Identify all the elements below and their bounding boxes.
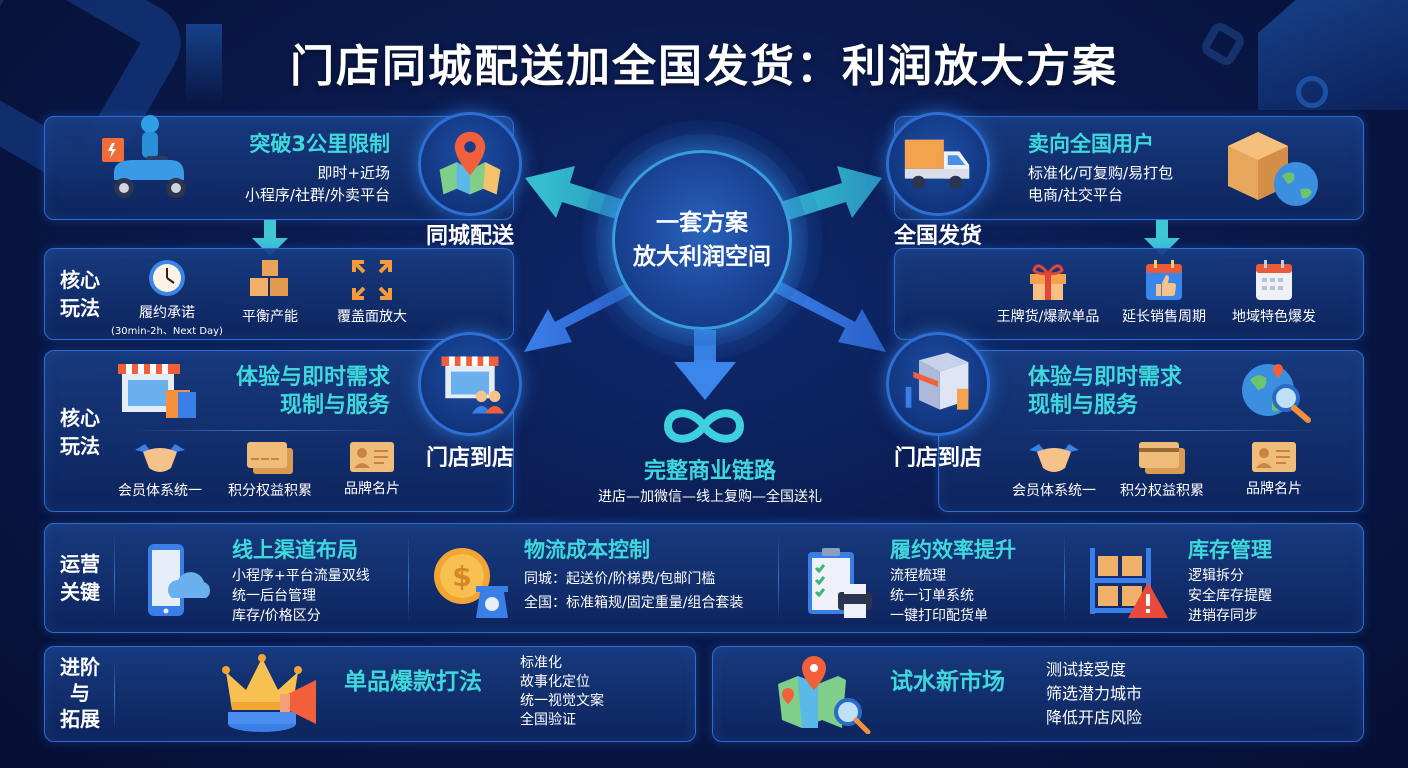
core-item-coverage: 覆盖面放大 [322,258,422,326]
calendar-thumbs-up-icon [1146,260,1182,300]
store-left-item-brand-card: 品牌名片 [326,440,418,498]
core-item-extend-season: 延长销售周期 [1104,258,1224,326]
core-item-fulfillment: 履约承诺 (30min-2h、Next Day) [111,258,223,337]
arrow-down-right [770,282,886,352]
store-right-item-points: 积分权益积累 [1110,440,1214,500]
handshake-icon [135,444,185,472]
map-search-icon [774,654,874,735]
ops-heading: 线上渠道布局 [232,538,358,562]
hub-line-2: 放大利润空间 [633,244,771,270]
store-left-item-points: 积分权益积累 [218,440,322,500]
handshake-icon [1029,444,1079,472]
truck-icon [904,139,970,190]
id-card-icon [1252,442,1296,472]
advanced-right-heading: 试水新市场 [890,669,1005,695]
national-shipping-label: 全国发货 [893,224,982,249]
national-shipping-line: 电商/社交平台 [1028,186,1124,204]
divider [114,535,115,621]
divider [1020,430,1320,431]
store-left-heading: 体验与即时需求 [235,365,390,390]
divider [778,535,779,621]
shelf-warning-icon [1088,544,1170,620]
local-delivery-heading: 突破3公里限制 [249,132,390,156]
store-right-circle [886,332,990,436]
core-item-capacity: 平衡产能 [222,258,318,326]
hub-line-1: 一套方案 [656,210,748,236]
ops-heading: 物流成本控制 [524,538,650,562]
map-pin-icon [439,131,501,195]
store-left-heading: 现制与服务 [279,393,390,418]
scooter-courier-icon [100,112,195,207]
store-right-item-membership: 会员体系统一 [1004,440,1104,500]
chain-title: 完整商业链路 [643,459,776,484]
divider [114,658,115,732]
connector-stem [264,220,276,240]
id-card-icon [350,442,394,472]
local-delivery-line: 小程序/社群/外卖平台 [244,186,390,204]
store-left-side-label: 核心 玩法 [60,406,100,458]
crown-megaphone-icon [222,654,326,734]
clipboard-printer-icon [804,544,876,620]
infinity-icon [662,404,746,448]
ops-heading: 履约效率提升 [890,538,1016,562]
advanced-side-label: 进阶 与 拓展 [60,655,100,731]
store-left-item-membership: 会员体系统一 [110,440,210,500]
arrow-down-center [674,330,736,400]
phone-cloud-icon [142,540,222,620]
boxes-icon [250,260,288,296]
chain-flow: 进店—加微信—线上复购—全国送礼 [598,489,822,505]
store-left-circle [418,332,522,436]
expand-arrows-icon [352,260,392,300]
clock-icon [149,260,185,296]
store-right-heading: 体验与即时需求 [1028,365,1183,390]
svg-text:$: $ [452,560,471,593]
store-building-icon [905,352,969,410]
local-delivery-circle [418,112,522,216]
gift-icon [1030,264,1066,300]
center-hub: 一套方案 放大利润空间 [612,150,792,330]
national-shipping-circle [886,112,990,216]
connector-stem [1156,220,1168,240]
core-play-label: 核心 玩法 [60,268,100,320]
storefront-bag-icon [116,358,200,424]
coin-scale-icon: $ [432,544,514,620]
card-icon [1139,442,1185,474]
local-delivery-line: 即时+近场 [317,164,390,182]
storefront-customers-icon [441,356,505,414]
store-right-heading: 现制与服务 [1028,393,1139,418]
national-shipping-line: 标准化/可复购/易打包 [1028,164,1174,182]
arrow-down-left [524,282,640,352]
globe-search-icon [1238,358,1318,428]
core-item-regional-specialty: 地域特色爆发 [1214,258,1334,326]
package-globe-icon [1222,124,1322,208]
operations-side-label: 运营 关键 [60,552,100,604]
local-delivery-label: 同城配送 [425,224,514,249]
card-icon [247,442,293,474]
divider [408,535,409,621]
divider [130,430,390,431]
page-title: 门店同城配送加全国发货：利润放大方案 [290,41,1118,92]
core-item-hero-product: 王牌货/爆款单品 [988,258,1108,326]
advanced-left-panel [44,646,696,742]
divider [1064,535,1065,621]
national-shipping-heading: 卖向全国用户 [1028,132,1154,156]
store-left-label: 门店到店 [425,446,514,471]
store-right-label: 门店到店 [893,446,982,471]
ops-heading: 库存管理 [1188,538,1272,562]
advanced-left-heading: 单品爆款打法 [344,669,482,695]
calendar-icon [1256,260,1292,300]
store-right-item-brand-card: 品牌名片 [1228,440,1320,498]
store-right-panel [938,350,1364,512]
